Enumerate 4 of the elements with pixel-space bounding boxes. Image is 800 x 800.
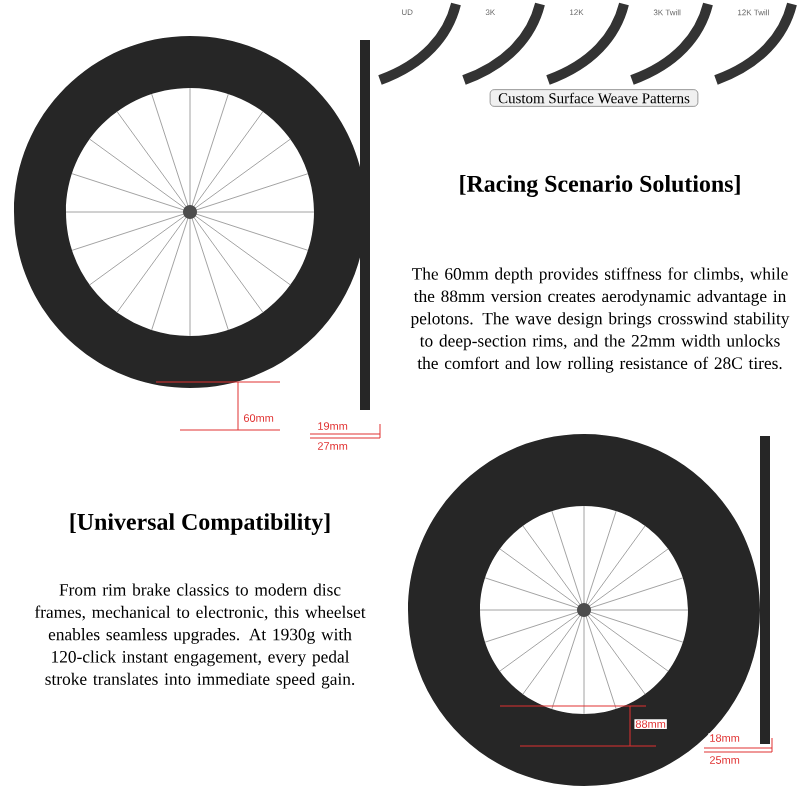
section-heading: [Racing Scenario Solutions] [460,175,740,197]
section-heading: [Universal Compatibility] [70,513,330,535]
description-text: From rim brake classics to modern disc frames, mechanical to electronic, this wheelset enables seamless upgrades. At 1930g with 120-click instant engagement, every pedal stroke translates into immediate speed gain. [34,583,366,689]
description-text: The 60mm depth provides stiffness for climbs, while the 88mm version creates aerodynamic advantage in pelotons. The wave design brings crosswind stability to deep-section rims, and the 22mm width unlocks the comfort and low rolling resistance of 28C tires. [410,267,790,373]
